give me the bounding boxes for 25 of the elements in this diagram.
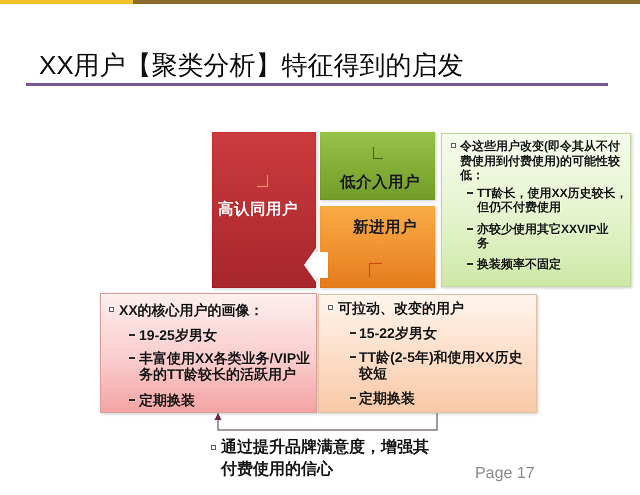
note-panel xyxy=(318,294,537,413)
bullet-item: TT龄长，使用XX历史较长，但仍不付费使用 xyxy=(477,186,629,214)
segment-label: 新进用户 xyxy=(353,219,417,237)
bullet-item: 15-22岁男女 xyxy=(359,325,437,341)
bullet-item: 换装频率不固定 xyxy=(477,256,561,271)
bullet-item: 亦较少使用其它XXVIP业务 xyxy=(477,222,610,250)
segment-block xyxy=(320,132,435,200)
note-heading: 可拉动、改变的用户 xyxy=(338,300,464,316)
page-number: Page 17 xyxy=(475,464,535,484)
bullet-item: TT龄(2-5年)和使用XX历史较短 xyxy=(359,349,524,381)
note-heading: XX的核心用户的画像： xyxy=(119,302,264,318)
segment-label: 高认同用户 xyxy=(218,201,298,219)
bullet-item: 丰富使用XX各类业务/VIP业务的TT龄较长的活跃用户 xyxy=(139,350,312,382)
segment-block xyxy=(212,132,316,288)
note-panel xyxy=(441,133,631,287)
bullet-note: 通过提升品牌满意度，增强其付费使用的信心 xyxy=(221,437,430,480)
segment-block xyxy=(320,206,435,288)
block-arrow xyxy=(304,248,328,282)
bullet-item: 19-25岁男女 xyxy=(139,327,217,343)
segment-label: 低介入用户 xyxy=(340,174,420,192)
bullet-item: 定期换装 xyxy=(359,390,415,406)
bullet-item: 定期换装 xyxy=(139,392,195,408)
note-panel xyxy=(100,293,317,413)
slide-title: XX用户【聚类分析】特征得到的启发 xyxy=(39,49,464,81)
note-heading: 令这些用户改变(即令其从不付费使用到付费使用)的可能性较低： xyxy=(460,139,621,182)
